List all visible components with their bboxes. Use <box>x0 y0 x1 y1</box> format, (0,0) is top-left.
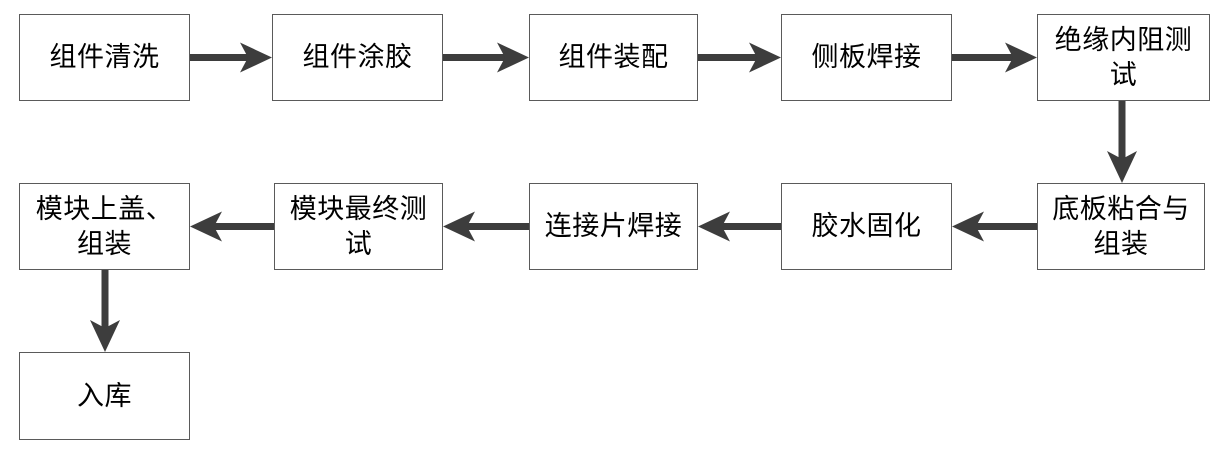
flow-node-n11[interactable]: 入库 <box>19 352 190 440</box>
flow-node-n10[interactable]: 模块上盖、 组装 <box>19 183 190 270</box>
flow-edge-e7 <box>698 183 781 270</box>
flow-node-label: 组件装配 <box>558 42 669 73</box>
flow-edge-e6 <box>952 183 1037 270</box>
flow-node-n6[interactable]: 底板粘合与 组装 <box>1037 183 1205 270</box>
flow-node-label: 模块上盖、 组装 <box>35 193 174 259</box>
flow-node-label: 组件清洗 <box>49 42 160 73</box>
flow-edge-e4 <box>952 14 1037 101</box>
flow-edge-e10 <box>65 270 145 352</box>
flow-node-label: 模块最终测 试 <box>289 193 428 259</box>
flow-node-label: 连接片焊接 <box>544 211 683 242</box>
flow-node-n4[interactable]: 侧板焊接 <box>781 14 952 101</box>
flow-node-label: 底板粘合与 组装 <box>1052 193 1190 259</box>
flow-edge-e5 <box>1082 101 1162 183</box>
flow-edge-e9 <box>190 183 274 270</box>
flow-node-n9[interactable]: 模块最终测 试 <box>274 183 443 270</box>
flow-node-label: 入库 <box>77 380 132 411</box>
flow-node-n3[interactable]: 组件装配 <box>529 14 698 101</box>
flow-edge-e1 <box>190 14 272 101</box>
flow-edge-e8 <box>443 183 529 270</box>
flow-node-label: 胶水固化 <box>811 211 922 242</box>
flow-node-n5[interactable]: 绝缘内阻测 试 <box>1037 14 1210 101</box>
flow-node-n8[interactable]: 连接片焊接 <box>529 183 698 270</box>
flow-node-n7[interactable]: 胶水固化 <box>781 183 952 270</box>
flow-node-n2[interactable]: 组件涂胶 <box>272 14 443 101</box>
flow-edge-e3 <box>698 14 781 101</box>
flow-node-label: 侧板焊接 <box>811 42 922 73</box>
flow-node-n1[interactable]: 组件清洗 <box>19 14 190 101</box>
flow-node-label: 组件涂胶 <box>302 42 413 73</box>
flow-edge-e2 <box>443 14 529 101</box>
flow-node-label: 绝缘内阻测 试 <box>1054 24 1193 90</box>
